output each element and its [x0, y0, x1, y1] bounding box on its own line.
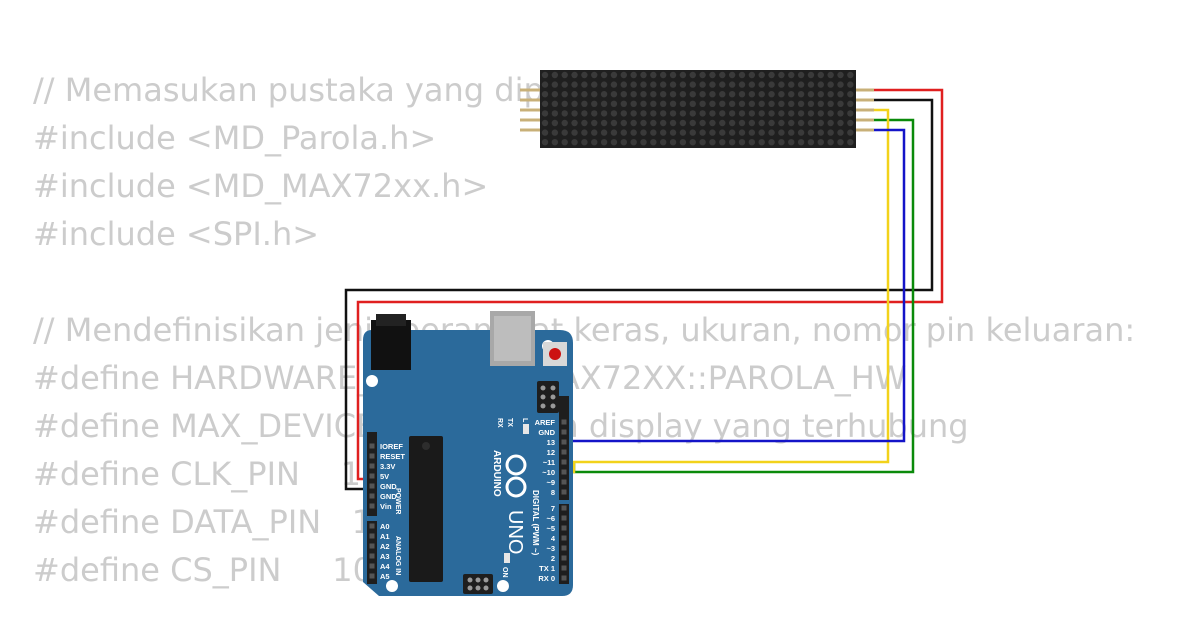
header-pin[interactable]	[561, 439, 567, 445]
header-pin[interactable]	[369, 443, 375, 449]
wire-clk[interactable]	[561, 128, 906, 443]
header-pin[interactable]	[561, 505, 567, 511]
header-pin[interactable]	[561, 459, 567, 465]
header-pin[interactable]	[369, 503, 375, 509]
header-pin[interactable]	[369, 473, 375, 479]
power-label: POWER	[394, 488, 401, 514]
icsp-header-top	[537, 381, 559, 413]
header-pin[interactable]	[561, 555, 567, 561]
pin-label: 8	[551, 488, 555, 497]
pin-label: 4	[551, 534, 556, 543]
header-pin[interactable]	[561, 525, 567, 531]
header-pin[interactable]	[369, 483, 375, 489]
header-pin[interactable]	[561, 469, 567, 475]
header-pin[interactable]	[369, 573, 375, 579]
led-matrix-body	[540, 70, 856, 148]
header-pin[interactable]	[369, 563, 375, 569]
pin-label: A2	[380, 542, 390, 551]
infinity-logo	[505, 454, 527, 498]
pin-label: A0	[380, 522, 390, 531]
header-pin[interactable]	[561, 429, 567, 435]
pin-label: A4	[380, 562, 390, 571]
atmega-chip	[409, 436, 443, 582]
reset-button[interactable]	[543, 342, 567, 366]
pin-label: 13	[547, 438, 555, 447]
icsp-header-bottom	[463, 574, 493, 594]
pin-label: ~9	[546, 478, 555, 487]
header-pin[interactable]	[369, 553, 375, 559]
mounting-hole	[366, 375, 378, 387]
pin-label: IOREF	[380, 442, 403, 451]
led-matrix-module[interactable]	[520, 70, 874, 148]
arduino-logo-text: ARDUINO	[491, 450, 502, 497]
pin-label: 5V	[380, 472, 389, 481]
wire-din[interactable]	[561, 118, 915, 474]
led-label: TX	[506, 418, 513, 427]
code-line: #include <MD_Parola.h>	[33, 119, 437, 157]
uno-model-text: UNO	[504, 510, 526, 554]
l-led	[523, 424, 529, 434]
pin-label: 12	[547, 448, 555, 457]
header-pin[interactable]	[561, 479, 567, 485]
header-pin[interactable]	[369, 463, 375, 469]
matrix-input-pins	[520, 88, 540, 132]
pin-label: ~11	[543, 458, 555, 467]
pin-label: A5	[380, 572, 390, 581]
pin-label: GND	[380, 492, 397, 501]
arduino-uno-board[interactable]: IOREFRESET3.3V5VGNDGNDVinA0A1A2A3A4A5ARE…	[363, 311, 573, 596]
dc-power-jack	[371, 314, 411, 370]
pin-label: Vin	[380, 502, 392, 511]
header-pin[interactable]	[369, 543, 375, 549]
analog-header	[367, 521, 377, 584]
pin-label: ~5	[546, 524, 555, 533]
code-line: #include <SPI.h>	[33, 215, 320, 253]
pin-label: A3	[380, 552, 390, 561]
pin-label: ~10	[542, 468, 555, 477]
on-led	[504, 553, 510, 563]
matrix-output-pins	[856, 88, 874, 132]
digital-header-bottom	[559, 504, 569, 584]
pin-label: ~3	[546, 544, 555, 553]
header-pin[interactable]	[561, 515, 567, 521]
pin-label: GND	[538, 428, 555, 437]
pin-label: GND	[380, 482, 397, 491]
pin-label: 3.3V	[380, 462, 395, 471]
mounting-hole	[386, 580, 398, 592]
mounting-hole	[497, 580, 509, 592]
led-label: RX	[496, 418, 503, 428]
on-label: ON	[501, 567, 508, 578]
header-pin[interactable]	[561, 449, 567, 455]
header-pin[interactable]	[561, 535, 567, 541]
header-pin[interactable]	[369, 533, 375, 539]
header-pin[interactable]	[369, 453, 375, 459]
wire-vcc[interactable]	[356, 88, 944, 481]
header-pin[interactable]	[561, 575, 567, 581]
digital-pwm-label: DIGITAL (PWM ~)	[531, 490, 540, 556]
header-pin[interactable]	[561, 489, 567, 495]
analog-in-label: ANALOG IN	[394, 536, 401, 575]
header-pin[interactable]	[561, 565, 567, 571]
pin-label: RESET	[380, 452, 405, 461]
header-pin[interactable]	[369, 523, 375, 529]
header-pin[interactable]	[561, 419, 567, 425]
led-label: L	[521, 418, 528, 423]
usb-connector	[490, 311, 535, 366]
led-matrix-dots	[541, 71, 854, 146]
pin-label: 2	[551, 554, 555, 563]
header-pin[interactable]	[369, 493, 375, 499]
pin-label: A1	[380, 532, 390, 541]
code-line: #include <MD_MAX72xx.h>	[33, 167, 489, 205]
header-pin[interactable]	[561, 545, 567, 551]
pin-label: TX 1	[539, 564, 555, 573]
digital-header-top	[559, 396, 569, 500]
pin-label: RX 0	[538, 574, 555, 583]
pin-label: 7	[551, 504, 555, 513]
wire-gnd[interactable]	[344, 98, 934, 491]
pin-label: ~6	[546, 514, 555, 523]
pin-label: AREF	[535, 418, 556, 427]
